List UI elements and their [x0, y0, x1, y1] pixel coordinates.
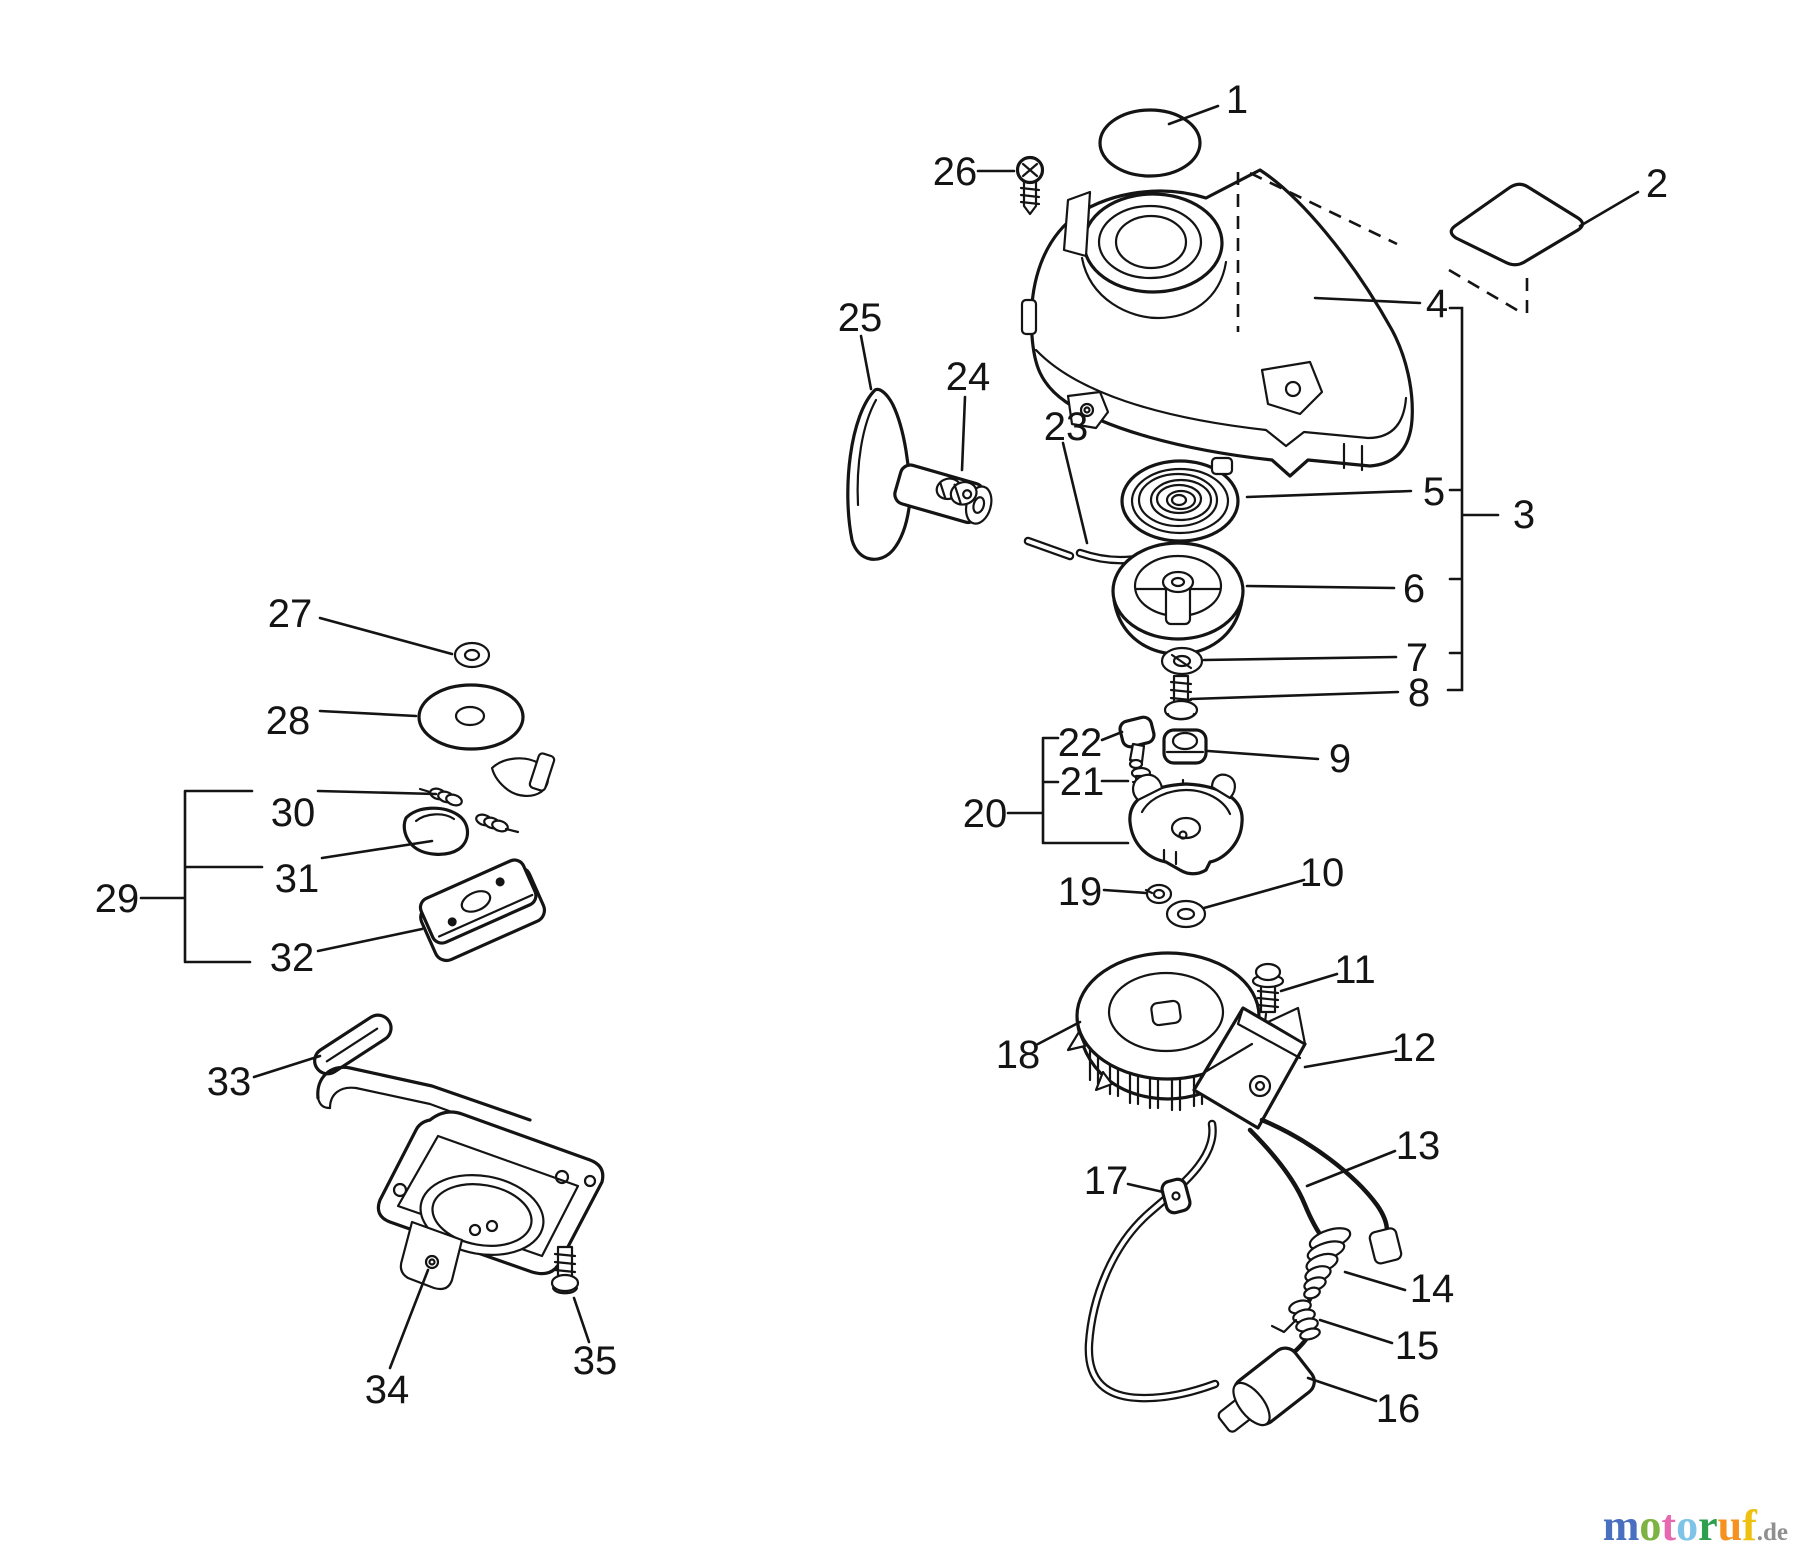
part-16-spark-plug-cap [1217, 1346, 1316, 1433]
leader-lines [252, 104, 1640, 1403]
callout-26: 26 [933, 150, 978, 194]
bracket-group-3 [1446, 306, 1500, 692]
callout-9: 9 [1329, 737, 1351, 781]
callout-19: 19 [1058, 870, 1103, 914]
part-23-starter-rope [1023, 536, 1147, 565]
part-30-pawl-and-springs [418, 752, 556, 834]
callout-15: 15 [1395, 1324, 1440, 1368]
callout-28: 28 [266, 699, 311, 743]
watermark-letter: t [1661, 1501, 1676, 1550]
callout-16: 16 [1376, 1387, 1421, 1431]
callout-35: 35 [573, 1339, 618, 1383]
part-10-washer [1165, 899, 1207, 929]
part-32-friction-plate [418, 858, 547, 963]
callout-21: 21 [1060, 760, 1105, 804]
callout-34: 34 [365, 1368, 410, 1412]
callout-25: 25 [838, 296, 883, 340]
part-14-cone-spring [1303, 1227, 1352, 1300]
watermark-letter: u [1718, 1501, 1742, 1550]
svg-text:motoruf.de: motoruf.de [1603, 1501, 1788, 1550]
callout-30: 30 [271, 791, 316, 835]
callout-labels: 1 2 3 4 5 6 7 8 9 10 11 12 13 14 15 16 1… [95, 78, 1668, 1431]
part-1-gasket-ring [1098, 108, 1202, 178]
part-2-cover-label [1449, 182, 1585, 267]
watermark-logo: motoruf.de [1603, 1501, 1788, 1550]
callout-12: 12 [1392, 1026, 1437, 1070]
watermark-letter: o [1639, 1501, 1661, 1550]
part-5-recoil-spring [1120, 456, 1240, 543]
part-26-screw [1015, 155, 1045, 216]
watermark-letter: f [1742, 1501, 1758, 1550]
callout-31: 31 [275, 857, 320, 901]
part-31-brake-pawl [402, 806, 470, 856]
callout-6: 6 [1403, 567, 1425, 611]
callout-22: 22 [1058, 721, 1103, 765]
watermark-letter: m [1603, 1501, 1640, 1550]
callout-17: 17 [1084, 1159, 1129, 1203]
callout-5: 5 [1423, 470, 1445, 514]
callout-20: 20 [963, 792, 1008, 836]
part-27-washer [453, 641, 491, 669]
callout-32: 32 [270, 936, 315, 980]
part-4-starter-housing [1020, 168, 1414, 478]
callout-4: 4 [1426, 282, 1448, 326]
part-12-ignition-coil [1192, 1006, 1307, 1130]
callout-3: 3 [1513, 493, 1535, 537]
callout-1: 1 [1226, 78, 1248, 122]
part-9-nut [1162, 728, 1208, 765]
part-15-rope-spring [1270, 1299, 1321, 1341]
callout-11: 11 [1334, 948, 1376, 992]
callout-33: 33 [207, 1060, 252, 1104]
part-33-grip-pad [313, 1013, 393, 1076]
part-8-screw [1163, 674, 1199, 721]
callout-8: 8 [1408, 671, 1430, 715]
callout-29: 29 [95, 877, 140, 921]
part-25-starter-handle [846, 387, 993, 561]
callout-23: 23 [1044, 405, 1089, 449]
callout-7: 7 [1406, 636, 1428, 680]
alignment-dashes [1236, 171, 1529, 332]
part-34-fan-case-base [316, 1065, 605, 1291]
part-19-clip-washer [1144, 883, 1173, 905]
part-20-ratchet-case [1128, 773, 1244, 876]
part-35-screw [550, 1245, 580, 1295]
callout-24: 24 [946, 355, 991, 399]
callout-18: 18 [996, 1033, 1041, 1077]
bracket-group-29 [139, 789, 264, 964]
part-17-clip [1160, 1177, 1192, 1215]
callout-27: 27 [268, 592, 313, 636]
watermark-letter: r [1698, 1501, 1718, 1550]
callout-14: 14 [1410, 1267, 1455, 1311]
part-24-rope-bushing [935, 477, 978, 506]
part-13-wires [1084, 1117, 1403, 1403]
part-22-ratchet-knob [1118, 715, 1156, 770]
callout-10: 10 [1300, 851, 1345, 895]
callout-2: 2 [1646, 162, 1668, 206]
watermark-letter: o [1676, 1501, 1698, 1550]
bracket-group-20 [1006, 736, 1130, 845]
part-28-friction-disc [417, 683, 525, 751]
part-6-rope-pulley [1111, 541, 1245, 656]
watermark-suffix: .de [1757, 1519, 1788, 1546]
callout-13: 13 [1396, 1124, 1441, 1168]
part-7-lock-washer [1160, 646, 1204, 676]
